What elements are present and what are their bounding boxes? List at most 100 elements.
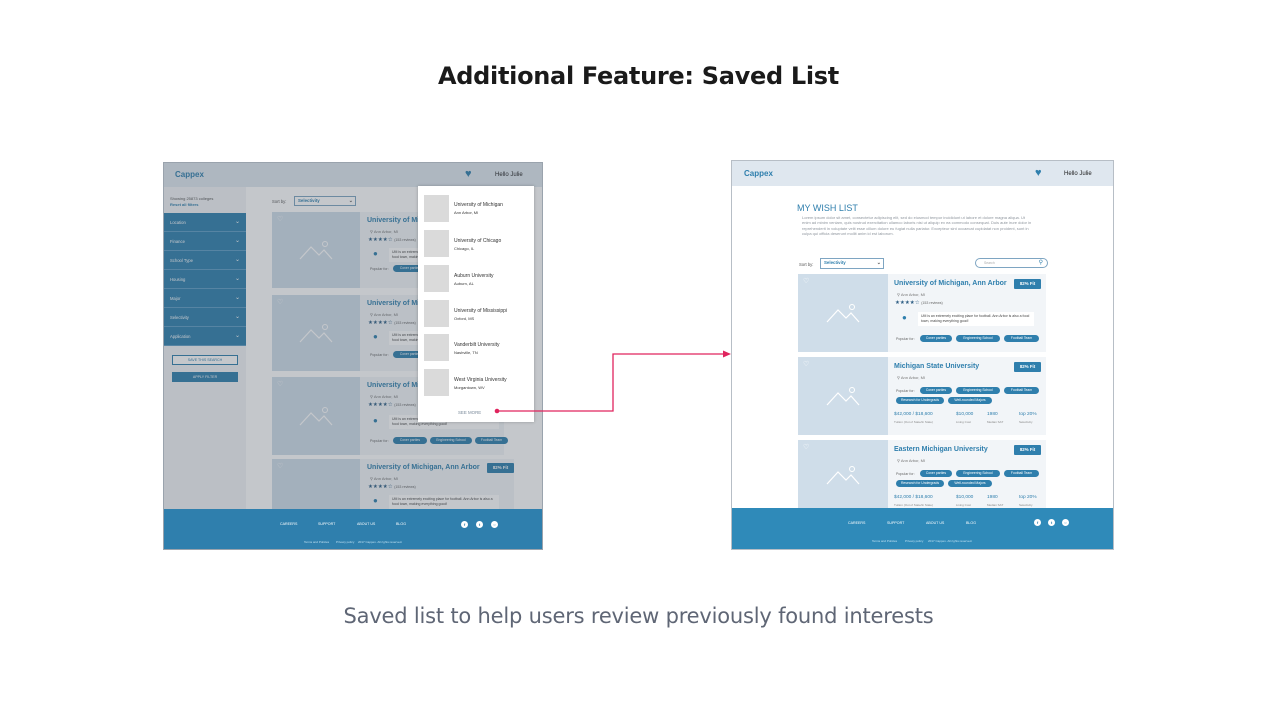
search-icon[interactable]: ⚲ [1038, 260, 1043, 266]
top-nav: Cappex ♥ Hello Julie [732, 161, 1113, 186]
instagram-icon[interactable]: ○ [491, 521, 498, 528]
footer-link-blog[interactable]: BLOG [966, 521, 976, 525]
facebook-icon[interactable]: f [461, 521, 468, 528]
sort-value: Selectivity [298, 198, 320, 203]
footer-link-support[interactable]: SUPPORT [887, 521, 905, 525]
college-card[interactable]: ♡ Michigan State University 82% Fit ⚲ An… [798, 357, 1046, 435]
heart-icon[interactable]: ♡ [803, 361, 810, 368]
college-name[interactable]: University of Michigan, Ann Arbor [367, 464, 480, 471]
tag-chip[interactable]: Football Team [475, 437, 508, 444]
tag-chip[interactable]: Engineering School [956, 387, 1000, 394]
tag-chip[interactable]: Football Team [1004, 470, 1039, 477]
stat-living-cost: $10,000 [956, 495, 974, 500]
heart-icon[interactable]: ♡ [803, 278, 810, 285]
footer-terms[interactable]: Terms and Policies [304, 540, 330, 544]
heart-icon[interactable]: ♡ [277, 463, 284, 470]
filter-location[interactable]: Location⌄ [164, 213, 246, 232]
save-search-button[interactable]: SAVE THIS SEARCH [172, 355, 238, 365]
footer-link-blog[interactable]: BLOG [396, 522, 406, 526]
brand-logo[interactable]: Cappex [744, 169, 773, 178]
tag-chip[interactable]: Cover parties [393, 437, 427, 444]
heart-icon[interactable]: ♡ [277, 381, 284, 388]
tag-chip[interactable]: Research for Undergrads [896, 480, 944, 487]
fit-badge: 82% Fit [1014, 279, 1041, 289]
college-name[interactable]: University of Michigan, Ann Arbor [894, 280, 1007, 287]
filter-label: School Type [170, 258, 193, 263]
image-placeholder-icon [299, 241, 333, 260]
tag-chip[interactable]: Football Team [1004, 335, 1039, 342]
footer-link-careers[interactable]: CAREERS [280, 522, 298, 526]
footer-terms[interactable]: Terms and Policies [872, 539, 898, 543]
filter-application[interactable]: Application⌄ [164, 327, 246, 346]
popular-label: Popular for: [370, 353, 389, 357]
brand-logo[interactable]: Cappex [175, 170, 204, 179]
footer-link-about[interactable]: ABOUT US [357, 522, 376, 526]
review-count[interactable]: (153 reviews) [394, 321, 416, 325]
quote-text: UM is an extremely exciting place for fo… [921, 314, 1030, 323]
stat-selectivity-label: Selectivity [1019, 503, 1033, 507]
review-count[interactable]: (153 reviews) [921, 301, 943, 305]
footer-link-about[interactable]: ABOUT US [926, 521, 945, 525]
filter-selectivity[interactable]: Selectivity⌄ [164, 308, 246, 327]
result-count: Showing 25873 colleges Reset all filters [170, 196, 242, 208]
heart-icon[interactable]: ♡ [277, 216, 284, 223]
filter-major[interactable]: Major⌄ [164, 289, 246, 308]
see-more-link[interactable]: SEE MORE [458, 410, 482, 415]
apply-filter-button[interactable]: APPLY FILTER [172, 372, 238, 382]
heart-icon[interactable]: ♥ [465, 168, 472, 180]
search-input[interactable]: Search ⚲ [975, 258, 1048, 268]
image-placeholder-icon [826, 304, 860, 323]
tag-chip[interactable]: Engineering School [430, 437, 472, 444]
arrowhead-icon [723, 350, 731, 358]
footer-privacy[interactable]: Privacy policy [336, 540, 355, 544]
filter-housing[interactable]: Housing⌄ [164, 270, 246, 289]
facebook-icon[interactable]: f [1034, 519, 1041, 526]
reset-filters-link[interactable]: Reset all filters [170, 202, 199, 207]
twitter-icon[interactable]: t [476, 521, 483, 528]
user-greeting[interactable]: Hello Julie [495, 172, 523, 178]
stat-median-sat: 1980 [987, 495, 998, 500]
footer-link-support[interactable]: SUPPORT [318, 522, 336, 526]
footer-privacy[interactable]: Privacy policy [905, 539, 924, 543]
college-name[interactable]: Michigan State University [894, 363, 980, 370]
tag-chip[interactable]: Well-rounded Majors [948, 480, 992, 487]
stat-tuition: $42,000 / $18,600 [894, 412, 933, 417]
review-count[interactable]: (153 reviews) [394, 238, 416, 242]
top-nav: Cappex ♥ Hello Julie [164, 163, 542, 187]
review-count[interactable]: (153 reviews) [394, 403, 416, 407]
tag-chip[interactable]: Football Team [1004, 387, 1039, 394]
college-card[interactable]: ♡ University of Michigan, Ann Arbor 82% … [798, 274, 1046, 352]
instagram-icon[interactable]: ○ [1062, 519, 1069, 526]
twitter-icon[interactable]: t [1048, 519, 1055, 526]
tag-chip[interactable]: Research for Undergrads [896, 397, 944, 404]
tag-chip[interactable]: Cover parties [393, 351, 427, 358]
sort-select[interactable]: Selectivity ⌄ [294, 196, 356, 206]
filter-school-type[interactable]: School Type⌄ [164, 251, 246, 270]
tag-chip[interactable]: Cover parties [920, 335, 952, 342]
filter-finance[interactable]: Finance⌄ [164, 232, 246, 251]
heart-icon[interactable]: ♡ [277, 299, 284, 306]
tag-chip[interactable]: Cover parties [393, 265, 427, 272]
search-results-mockup: Cappex ♥ Hello Julie Showing 25873 colle… [163, 162, 543, 550]
college-name[interactable]: Eastern Michigan University [894, 446, 988, 453]
college-thumbnail [424, 300, 449, 327]
tag-chip[interactable]: Engineering School [956, 470, 1000, 477]
review-count[interactable]: (153 reviews) [394, 485, 416, 489]
tag-chip[interactable]: Cover parties [920, 387, 952, 394]
review-quote: ●UM is an extremely exciting place for f… [902, 312, 1034, 326]
heart-icon[interactable]: ♡ [803, 444, 810, 451]
footer-link-careers[interactable]: CAREERS [848, 521, 866, 525]
heart-icon[interactable]: ♥ [1035, 167, 1042, 179]
tag-chip[interactable]: Cover parties [920, 470, 952, 477]
college-card[interactable]: ♡ Eastern Michigan University 82% Fit ⚲ … [798, 440, 1046, 510]
sort-select[interactable]: Selectivity ⌄ [820, 258, 884, 269]
tag-chip[interactable]: Well-rounded Majors [948, 397, 992, 404]
user-greeting[interactable]: Hello Julie [1064, 171, 1092, 177]
tag-chip[interactable]: Engineering School [956, 335, 1000, 342]
